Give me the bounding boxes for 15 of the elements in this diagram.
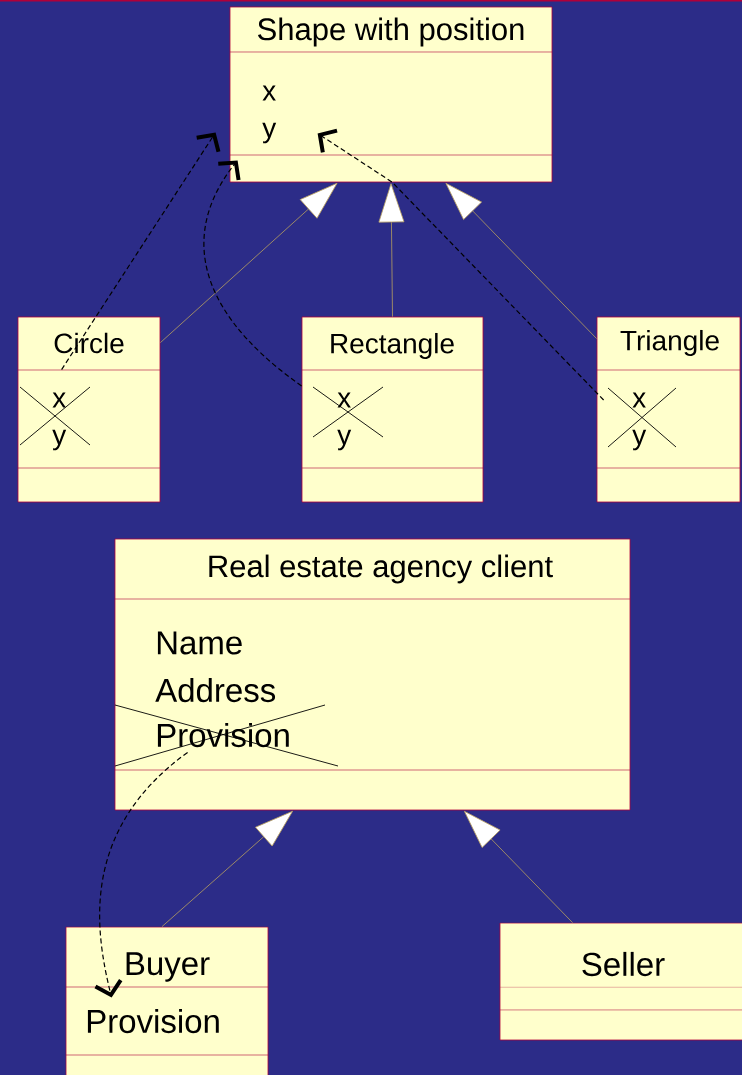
generalization-arrow bbox=[464, 810, 573, 923]
dependency-arrow bbox=[94, 751, 189, 998]
class-box: Triangle x y bbox=[596, 316, 741, 503]
generalization-arrow bbox=[160, 182, 338, 343]
class-box: Buyer Provision bbox=[65, 926, 269, 1075]
class-box: Seller bbox=[499, 922, 742, 1041]
dependency-arrow bbox=[317, 128, 605, 401]
dependency-arrow bbox=[61, 132, 221, 371]
generalization-arrow bbox=[378, 183, 405, 317]
class-box: Rectangle x y bbox=[301, 316, 484, 503]
dependency-arrow bbox=[203, 160, 303, 387]
generalization-arrow bbox=[161, 810, 293, 927]
class-box: Shape with position x y bbox=[229, 6, 553, 183]
generalization-arrow bbox=[445, 182, 597, 339]
class-box: Circle x y bbox=[17, 316, 161, 503]
